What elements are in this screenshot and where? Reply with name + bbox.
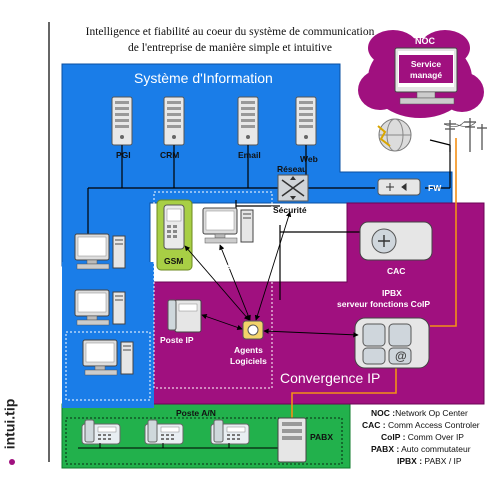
cac-label: CAC — [387, 266, 406, 276]
ipbx-label-2: serveur fonctions CoIP — [337, 299, 431, 309]
logo: intui.tip — [1, 398, 18, 450]
server-email — [237, 96, 259, 146]
analog-phone-3 — [210, 419, 250, 445]
ipbx-label-1: IPBX — [382, 288, 402, 298]
poste-pc-label: Poste PC — [216, 261, 254, 271]
server-web — [295, 96, 317, 146]
poste-ip-label: Poste IP — [160, 335, 194, 345]
legend-item: CAC : Comm Access Controler — [362, 420, 480, 430]
svg-text:@: @ — [395, 349, 407, 363]
header-line-1: Intelligence et fiabilité au coeur du sy… — [85, 26, 375, 38]
router-icon — [277, 174, 309, 202]
poste-pc-icon — [202, 207, 254, 244]
pabx-device — [277, 417, 307, 463]
pc-3 — [82, 339, 134, 376]
legend-item: NOC :Network Op Center — [371, 408, 468, 418]
reseau-label: Réseau — [277, 164, 308, 174]
server-pgi — [111, 96, 133, 146]
poste-an-label: Poste A/N — [176, 408, 216, 418]
agents-label-2: Logiciels — [230, 356, 267, 366]
cac-device — [359, 221, 433, 261]
pabx-label: PABX — [310, 432, 333, 442]
firewall-icon — [377, 178, 421, 196]
gsm-label: GSM — [164, 256, 184, 266]
agents-label-1: Agents — [234, 345, 263, 355]
noc-cloud — [358, 30, 484, 118]
pc-1 — [74, 233, 126, 270]
header-line-2: de l'entreprise de manière simple et int… — [128, 42, 332, 54]
pc-2 — [74, 289, 126, 326]
server-label-web: Web — [300, 154, 318, 164]
noc-title: NOC — [415, 36, 435, 46]
zone-title-si: Système d'Information — [134, 70, 273, 86]
noc-screen-line-1: Service — [410, 59, 442, 69]
agents-logiciels-icon — [242, 320, 264, 340]
legend-item: PABX : Auto commutateur — [371, 444, 471, 454]
legend-item: CoIP : Comm Over IP — [381, 432, 464, 442]
fw-label: FW — [428, 183, 442, 193]
internet-globe — [377, 118, 412, 152]
si-zone-lower — [62, 262, 154, 408]
logo-mark — [9, 459, 15, 465]
ipbx-device: @ — [354, 317, 430, 369]
analog-phone-1 — [81, 419, 121, 445]
server-label-email: Email — [238, 150, 261, 160]
analog-phone-2 — [144, 419, 184, 445]
zone-title-convergence: Convergence IP — [280, 370, 381, 386]
server-crm — [163, 96, 185, 146]
securite-label: Sécurité — [273, 205, 307, 215]
gsm-device — [156, 199, 193, 271]
poste-ip-device — [167, 299, 202, 333]
noc-screen-line-2: managé — [409, 70, 443, 80]
server-label-pgi: PGI — [116, 150, 131, 160]
legend-item: IPBX : PABX / IP — [397, 456, 462, 466]
server-label-crm: CRM — [160, 150, 180, 160]
